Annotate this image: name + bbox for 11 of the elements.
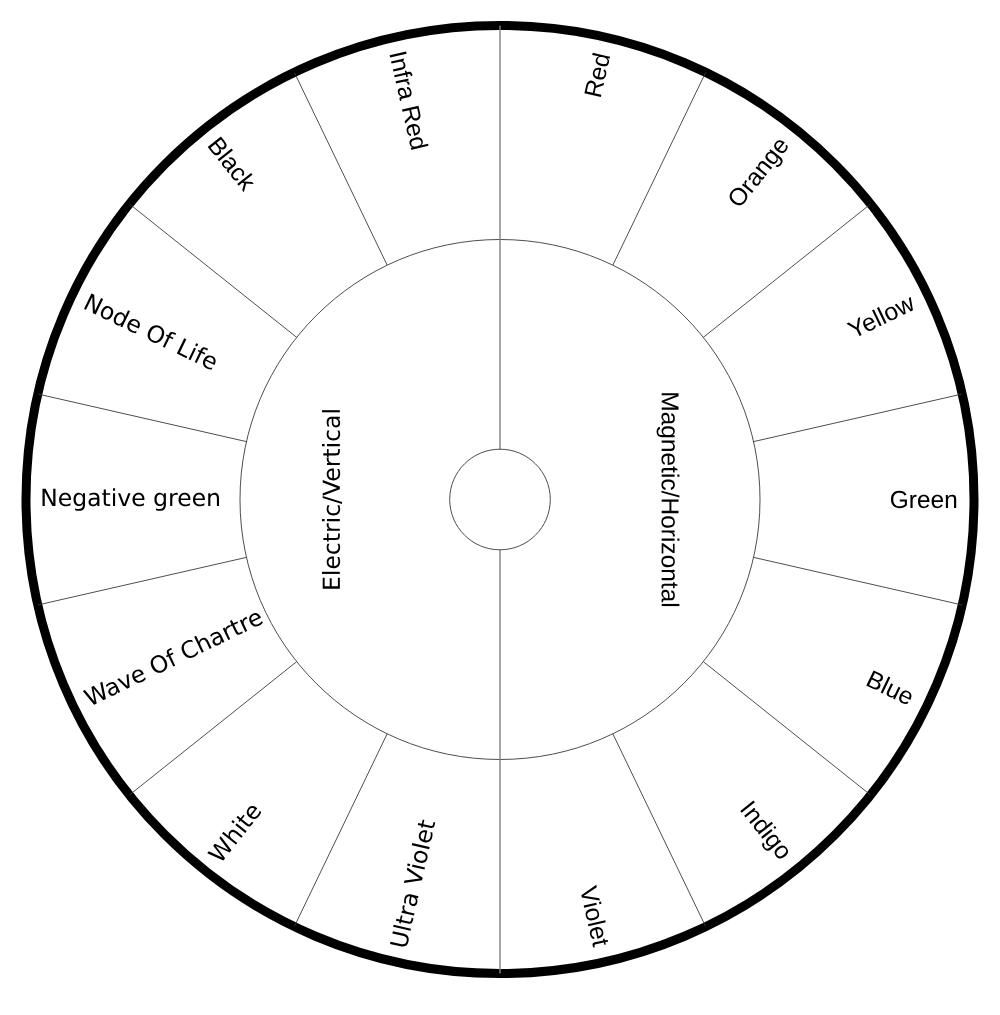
segment-label: Ultra Violet — [390, 819, 436, 947]
ring-label: Electric/Vertical — [322, 410, 342, 589]
segment-label: Blue — [866, 670, 912, 705]
segment-label: Yellow — [846, 297, 913, 337]
segment-label: Green — [890, 490, 957, 509]
segment-label: Negative green — [42, 488, 219, 511]
center-circle — [449, 448, 551, 551]
segment-label: Infra Red — [389, 51, 429, 150]
segment-label: Violet — [581, 884, 609, 948]
segment-label: Red — [584, 52, 611, 97]
ring-label: Magnetic/Horizontal — [656, 393, 680, 607]
